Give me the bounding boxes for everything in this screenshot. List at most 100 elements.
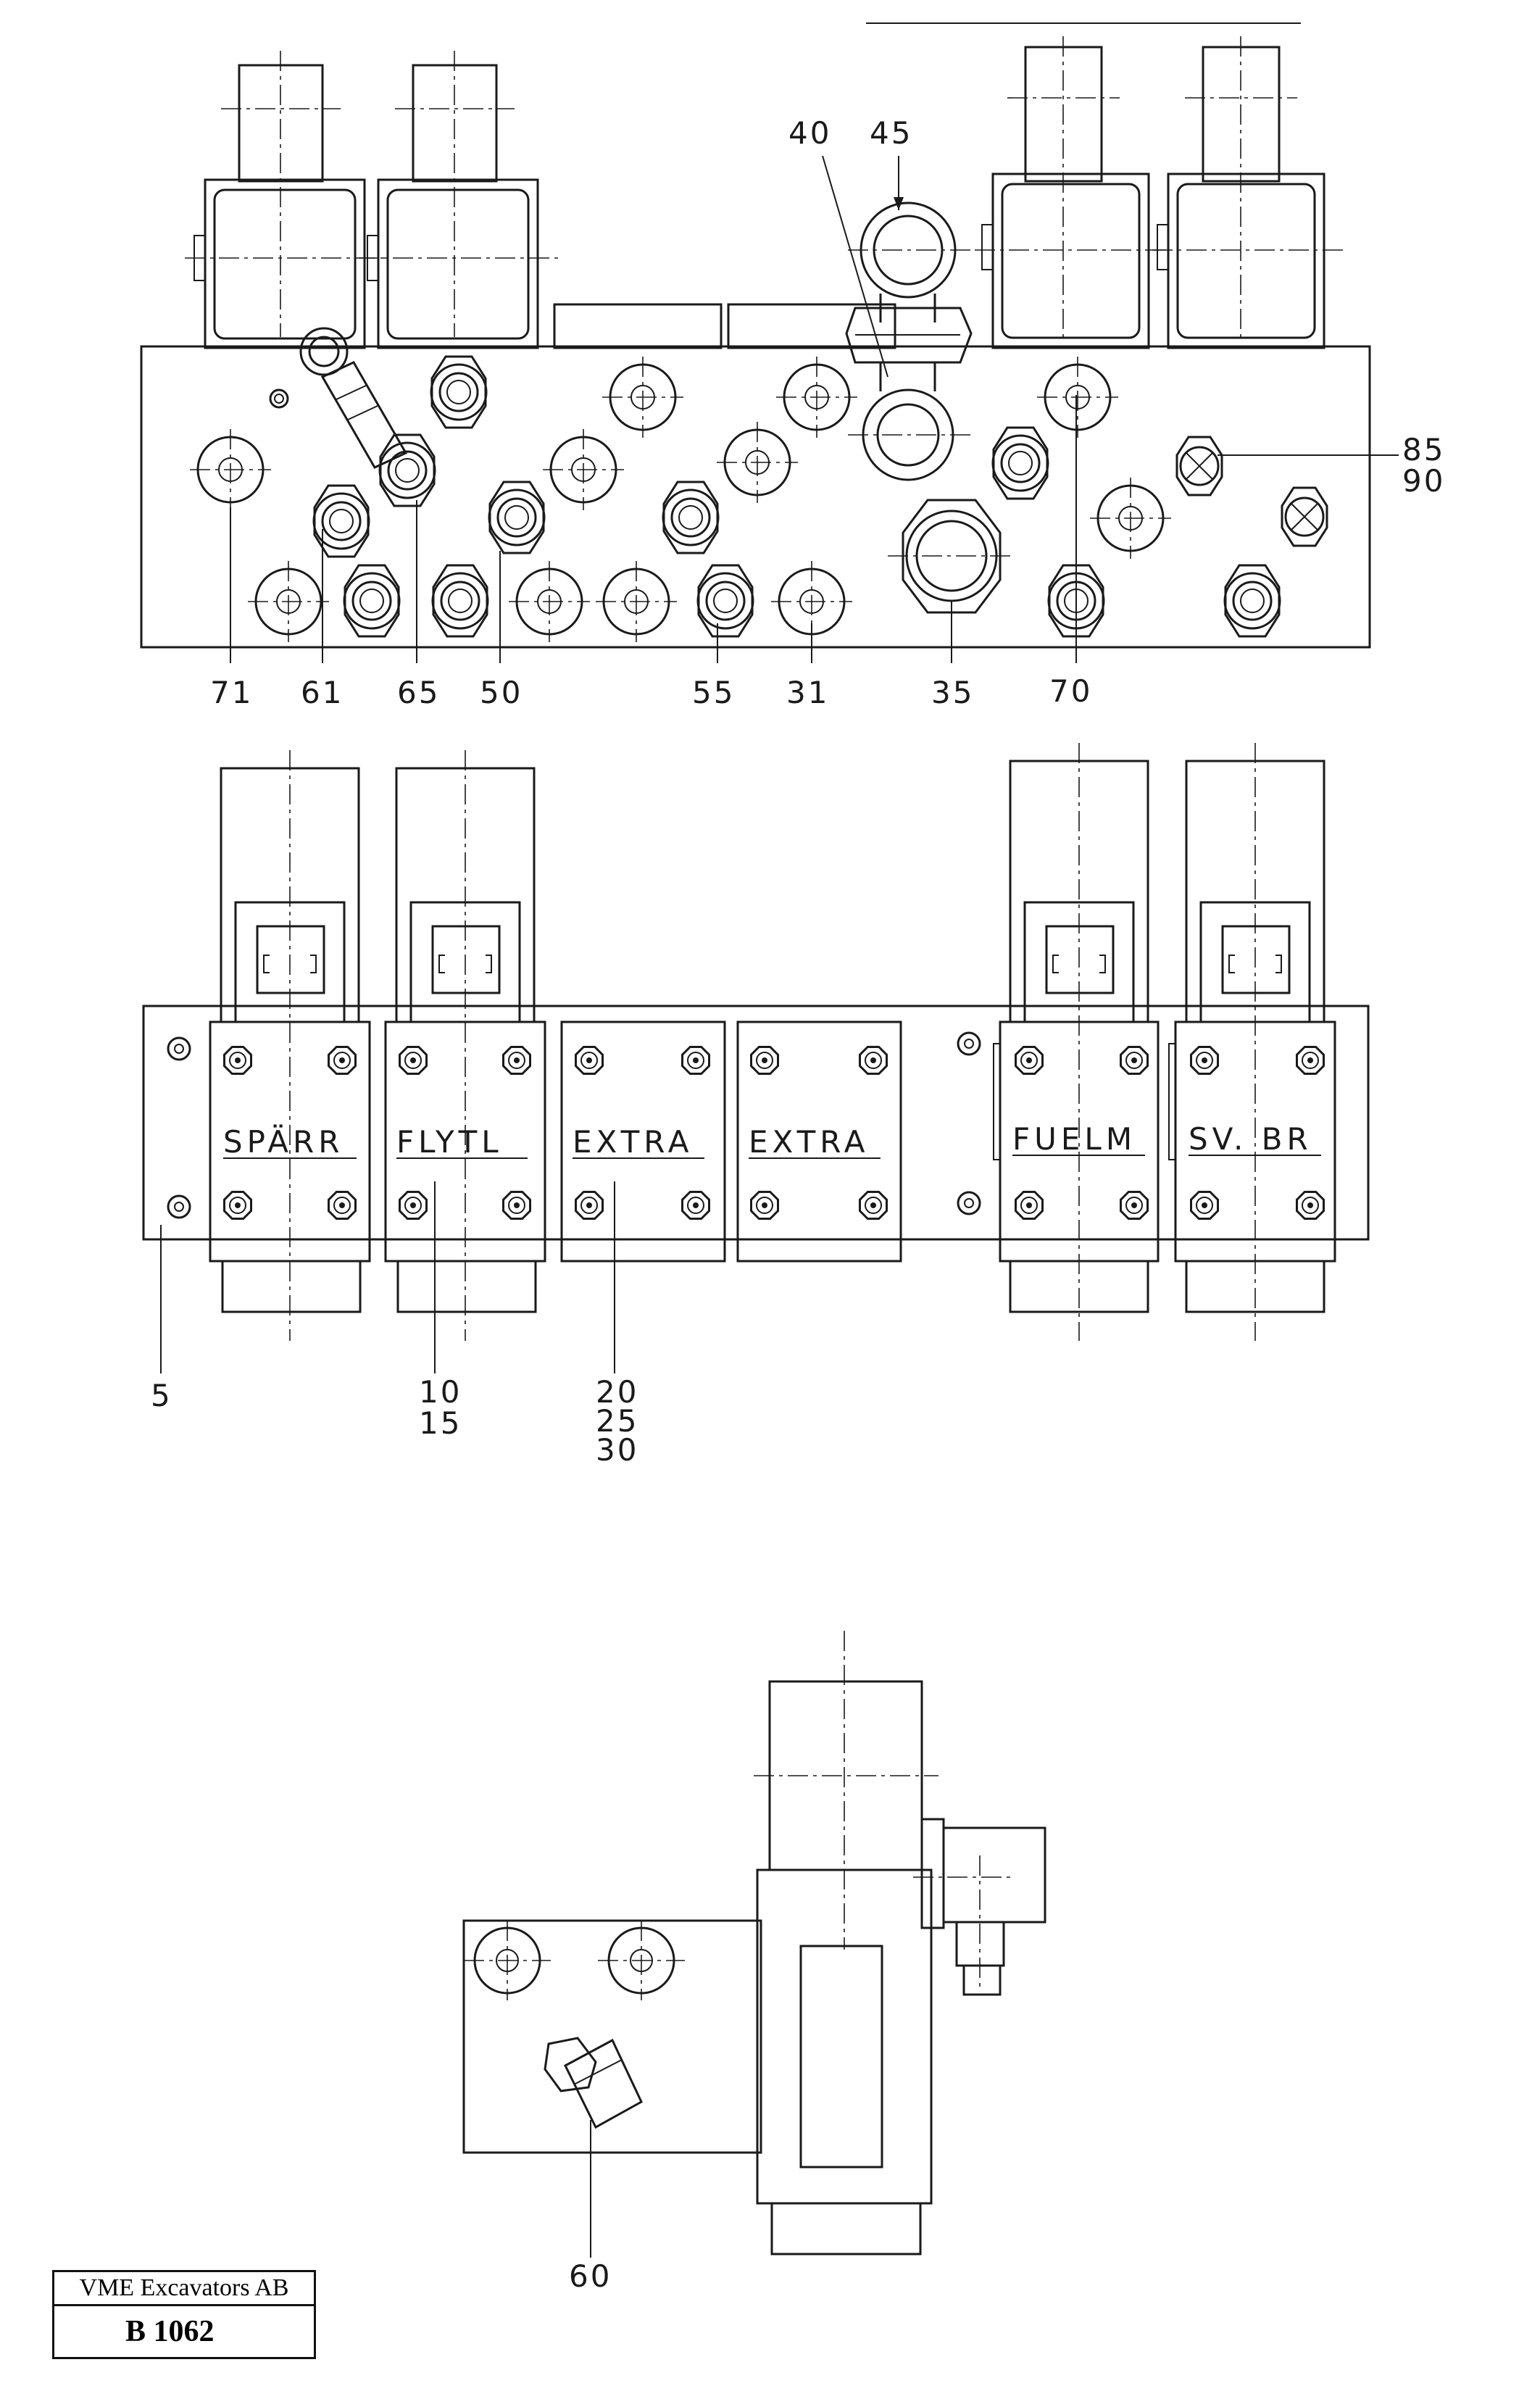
solenoid-valve-svbr bbox=[1168, 743, 1336, 1341]
callout-15: 15 bbox=[419, 1405, 462, 1441]
bolt-dot bbox=[235, 1057, 241, 1063]
bolt-dot bbox=[1131, 1202, 1137, 1208]
bolt-head bbox=[859, 1046, 888, 1075]
callout-55: 55 bbox=[692, 675, 735, 710]
bolt-head bbox=[1190, 1046, 1219, 1075]
hex-fitting bbox=[1223, 564, 1281, 638]
valve-label-svbr: SV. BR bbox=[1189, 1121, 1312, 1157]
bolt-center bbox=[404, 1197, 422, 1214]
port bbox=[602, 357, 683, 438]
bolt-head bbox=[1296, 1046, 1325, 1075]
hex-fitting bbox=[430, 355, 488, 429]
bolt-center bbox=[865, 1052, 882, 1069]
bolt-center bbox=[1196, 1052, 1213, 1069]
bolt-center bbox=[1302, 1197, 1319, 1214]
valve-end-cap bbox=[770, 2202, 922, 2255]
hex-fitting bbox=[662, 481, 720, 554]
mounting-bolts bbox=[223, 1046, 1325, 1220]
solenoid-coil-inner bbox=[386, 188, 530, 340]
solenoid-coil bbox=[1167, 172, 1325, 349]
port bbox=[1090, 478, 1171, 559]
bolt-head bbox=[502, 1046, 531, 1075]
blank-cover bbox=[727, 303, 896, 349]
bolt-dot bbox=[339, 1057, 345, 1063]
bolt-head bbox=[575, 1191, 604, 1220]
connector-plug bbox=[942, 1826, 1046, 1924]
bolt-head bbox=[223, 1046, 252, 1075]
bolt-center bbox=[687, 1197, 704, 1214]
hex-fitting bbox=[343, 564, 401, 638]
bolt-dot bbox=[1026, 1057, 1032, 1063]
bolt-dot bbox=[870, 1057, 876, 1063]
bolt-head bbox=[859, 1191, 888, 1220]
solenoid-coil bbox=[377, 178, 539, 349]
connector-cable bbox=[962, 1964, 1002, 1996]
valve-label-extra-1: EXTRA bbox=[573, 1124, 693, 1160]
bolt-head bbox=[399, 1191, 428, 1220]
bolt-head bbox=[328, 1046, 357, 1075]
bolt-dot bbox=[762, 1057, 767, 1063]
bolt-head bbox=[1120, 1046, 1149, 1075]
company-name: VME Excavators AB bbox=[54, 2272, 314, 2306]
port bbox=[1037, 357, 1118, 438]
port bbox=[598, 1921, 685, 2000]
callout-25: 25 bbox=[596, 1403, 638, 1439]
hex-fitting bbox=[431, 564, 489, 638]
valve-window bbox=[799, 1945, 883, 2169]
bolt-head bbox=[328, 1191, 357, 1220]
port bbox=[248, 561, 329, 642]
bolt-center bbox=[508, 1052, 525, 1069]
bolt-head bbox=[1296, 1191, 1325, 1220]
bolt-center bbox=[865, 1197, 882, 1214]
hex-fitting bbox=[312, 484, 370, 558]
bolt-dot bbox=[1307, 1057, 1313, 1063]
angled-fitting-60 bbox=[544, 2037, 643, 2129]
elbow-fitting bbox=[845, 201, 975, 481]
valve-label-extra-2: EXTRA bbox=[749, 1124, 869, 1160]
callout-5: 5 bbox=[151, 1378, 172, 1413]
bolt-dot bbox=[410, 1057, 416, 1063]
solenoid-valve-flytl bbox=[384, 750, 546, 1341]
bolt-dot bbox=[1202, 1202, 1207, 1208]
hex-fitting bbox=[488, 481, 546, 554]
callout-85: 85 bbox=[1402, 432, 1445, 467]
blank-cover bbox=[553, 303, 723, 349]
bolt-center bbox=[687, 1052, 704, 1069]
bolt-center bbox=[580, 1052, 598, 1069]
port bbox=[464, 1921, 551, 2000]
port bbox=[776, 357, 857, 438]
hex-fitting bbox=[378, 433, 436, 507]
bolt-center bbox=[333, 1197, 351, 1214]
bolt-center bbox=[229, 1052, 246, 1069]
bolt-center bbox=[1020, 1052, 1038, 1069]
bolt-head bbox=[1015, 1046, 1044, 1075]
solenoid-coil-inner bbox=[1176, 183, 1316, 339]
hex-fitting bbox=[696, 564, 754, 638]
side-view: 60 bbox=[462, 1631, 1046, 2294]
drawing-code: B 1062 bbox=[125, 2315, 215, 2348]
bolt-center bbox=[580, 1197, 598, 1214]
callout-10: 10 bbox=[419, 1374, 462, 1410]
callout-65: 65 bbox=[397, 675, 440, 710]
bolt-head bbox=[575, 1046, 604, 1075]
solenoid-coil bbox=[204, 178, 366, 349]
bolt-center bbox=[1302, 1052, 1319, 1069]
callout-31: 31 bbox=[786, 675, 829, 710]
callout-50: 50 bbox=[480, 675, 523, 710]
callout-71: 71 bbox=[210, 675, 253, 710]
valve-label-flytl: FLYTL bbox=[396, 1124, 503, 1160]
bolt-head bbox=[681, 1191, 710, 1220]
valve-label-sparr: SPÄRR bbox=[223, 1123, 344, 1160]
callout-60: 60 bbox=[569, 2258, 612, 2294]
bolt-dot bbox=[514, 1057, 520, 1063]
bolt-head bbox=[750, 1191, 779, 1220]
callout-90: 90 bbox=[1402, 463, 1445, 499]
bolt-center bbox=[1125, 1197, 1143, 1214]
angled-fitting bbox=[269, 327, 408, 469]
callout-45: 45 bbox=[870, 115, 912, 151]
plug bbox=[1175, 436, 1223, 496]
port bbox=[190, 429, 271, 510]
port bbox=[509, 561, 590, 642]
hex-fitting bbox=[991, 426, 1049, 500]
bolt-center bbox=[1125, 1052, 1143, 1069]
